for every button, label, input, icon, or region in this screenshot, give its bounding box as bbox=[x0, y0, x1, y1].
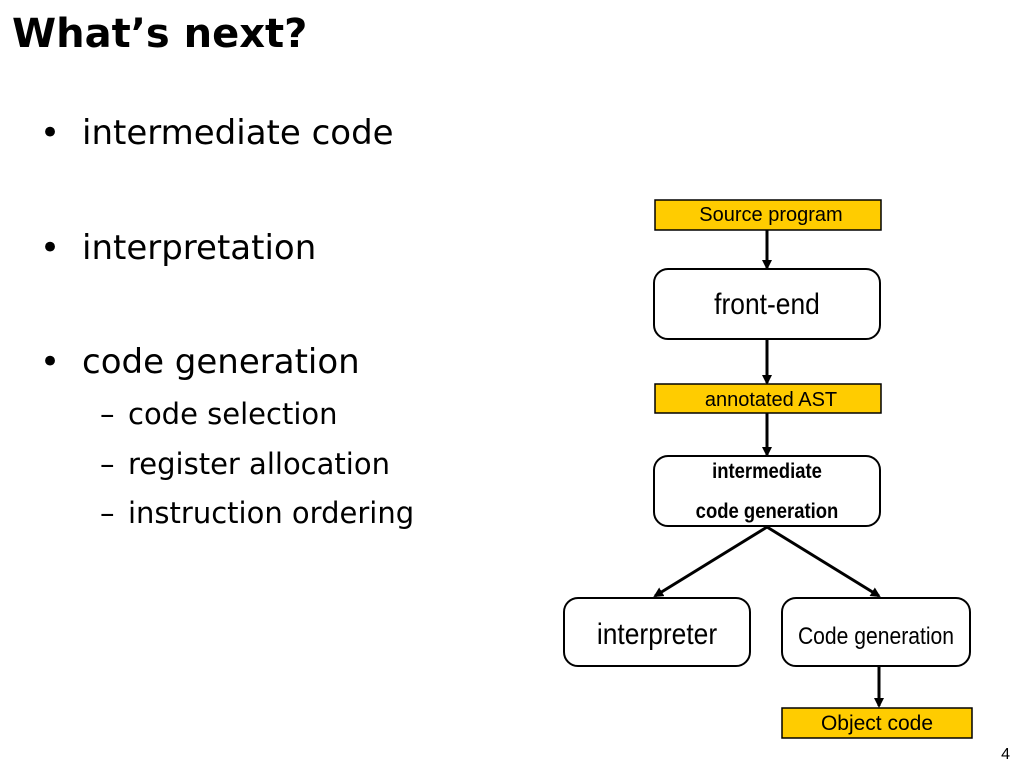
bullet-marker: • bbox=[40, 113, 61, 153]
bullet-text: code generation bbox=[82, 342, 360, 382]
bullet-marker: • bbox=[40, 342, 61, 382]
object-code-label: Object code bbox=[821, 712, 933, 735]
source-program-box bbox=[654, 199, 882, 231]
bullet-interpretation: • interpretation bbox=[40, 228, 316, 268]
sub-bullet-instruction-ordering: –instruction ordering bbox=[100, 495, 414, 531]
code-generation-box bbox=[781, 597, 971, 667]
bullet-intermediate-code: • intermediate code bbox=[40, 113, 394, 153]
sub-bullet-text: register allocation bbox=[128, 447, 390, 481]
sub-bullet-text: code selection bbox=[128, 397, 338, 431]
intermediate-label-line1: intermediate bbox=[712, 460, 822, 483]
source-program-label: Source program bbox=[699, 204, 842, 226]
front-end-label: front-end bbox=[714, 286, 820, 320]
sub-bullet-text: instruction ordering bbox=[128, 496, 415, 530]
arrow-intermediate-to-interpreter bbox=[653, 525, 768, 598]
sub-bullet-marker: – bbox=[100, 496, 115, 530]
code-generation-label: Code generation bbox=[798, 623, 954, 650]
sub-bullet-register-allocation: –register allocation bbox=[100, 446, 390, 482]
intermediate-label-line2: code generation bbox=[696, 500, 839, 523]
bullet-marker: • bbox=[40, 228, 61, 268]
interpreter-label: interpreter bbox=[597, 616, 717, 650]
slide-title: What’s next? bbox=[12, 11, 308, 57]
sub-bullet-marker: – bbox=[100, 397, 115, 431]
sub-bullet-marker: – bbox=[100, 447, 115, 481]
interpreter-box bbox=[563, 597, 751, 667]
annotated-ast-label: annotated AST bbox=[705, 389, 837, 411]
object-code-box bbox=[781, 707, 973, 739]
bullet-text: interpretation bbox=[82, 228, 317, 268]
page-number: 4 bbox=[1001, 746, 1010, 763]
arrow-intermediate-to-codegen bbox=[766, 525, 881, 598]
bullet-text: intermediate code bbox=[82, 113, 394, 153]
intermediate-code-generation-box bbox=[653, 455, 881, 527]
bullet-code-generation: • code generation bbox=[40, 342, 360, 382]
sub-bullet-code-selection: –code selection bbox=[100, 396, 338, 432]
